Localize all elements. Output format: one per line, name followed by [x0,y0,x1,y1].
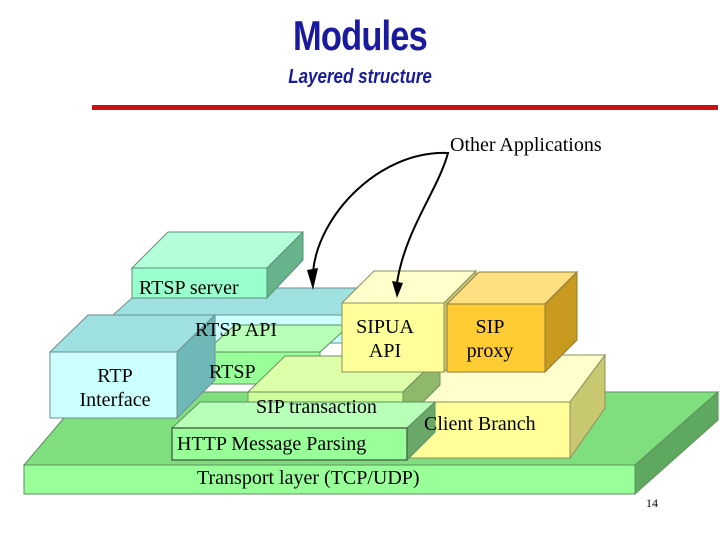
page-title: Modules [293,12,428,59]
sip-proxy-block [445,270,579,374]
rtp-interface-label-line2: Interface [79,389,151,411]
application-link-arrow [307,151,450,298]
page-number: 14 [646,496,658,510]
http-message-parsing-label: HTTP Message Parsing [177,433,367,455]
rtsp-server-block [130,230,305,300]
other-applications-label: Other Applications [450,134,602,156]
rtsp-server-label: RTSP server [139,277,239,299]
client-branch-label: Client Branch [424,413,536,435]
title-divider [92,105,718,110]
rtsp-api-label: RTSP API [195,319,277,341]
rtp-interface-label-line1: RTP [97,365,133,387]
transport-layer-label: Transport layer (TCP/UDP) [197,467,420,489]
sipua-api-label: SIPUA API [342,315,428,363]
sip-proxy-label-line1: SIP [475,316,505,338]
rtp-interface-label: RTP Interface [55,364,175,412]
sipua-api-label-line2: API [368,340,402,362]
sip-transaction-label: SIP transaction [256,396,377,418]
rtp-interface-block [48,313,217,420]
http-message-parsing-block [170,400,437,462]
page-subtitle: Layered structure [288,66,432,88]
sipua-api-label-line1: SIPUA [356,316,414,338]
sip-proxy-label: SIP proxy [447,315,533,363]
sip-proxy-label-line2: proxy [466,340,514,362]
rtsp-label: RTSP [209,361,256,383]
